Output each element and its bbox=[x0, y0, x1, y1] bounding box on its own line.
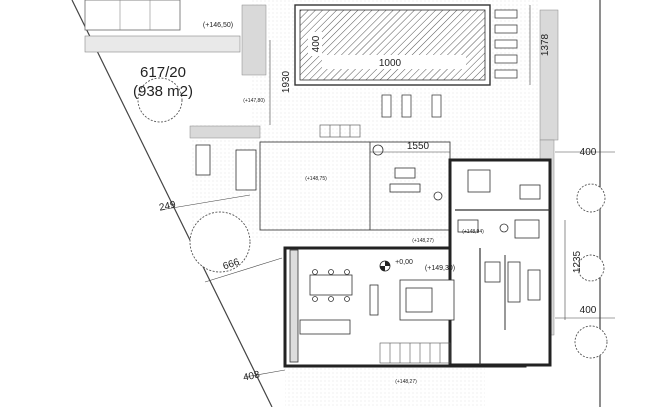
deck-steps bbox=[319, 124, 361, 138]
parcel-area: (938 m2) bbox=[133, 83, 193, 100]
level-pool-deck: (+147,80) bbox=[243, 98, 265, 104]
dim-1930: 1930 bbox=[281, 70, 292, 93]
pool-length-label: 1000 bbox=[379, 58, 402, 69]
dim-1235: 1235 bbox=[572, 250, 583, 273]
level-marker bbox=[379, 260, 391, 272]
dim-666: 666 bbox=[222, 257, 242, 273]
dim-400-bottom: 400 bbox=[580, 305, 597, 316]
level-mid: (+148,27) bbox=[412, 238, 434, 244]
level-entry: (+149,30) bbox=[425, 265, 455, 272]
stairs bbox=[379, 342, 451, 364]
sun-loungers bbox=[381, 9, 518, 118]
dim-400-top: 400 bbox=[580, 147, 597, 158]
dim-1378: 1378 bbox=[540, 33, 551, 56]
level-bottom: (+148,27) bbox=[395, 379, 417, 385]
level-side: (+148,94) bbox=[462, 229, 484, 235]
level-entry-zero: +0,00 bbox=[395, 259, 413, 266]
level-top: (+146,50) bbox=[203, 22, 233, 29]
dim-408: 408 bbox=[242, 369, 261, 383]
svg-text:Tranio: Tranio bbox=[83, 345, 132, 364]
indoor-furniture bbox=[299, 169, 541, 335]
swimming-pool: 1000 400 bbox=[294, 4, 491, 86]
upper-left-block bbox=[84, 0, 241, 53]
parcel-number: 617/20 bbox=[140, 64, 186, 81]
level-terrace: (+148,75) bbox=[305, 176, 327, 182]
tranio-watermark: Tranio bbox=[40, 336, 132, 372]
dim-249: 249 bbox=[158, 199, 177, 213]
pool-width-label: 400 bbox=[311, 35, 322, 52]
tranio-logo-icon bbox=[40, 336, 76, 372]
dim-1550: 1550 bbox=[407, 141, 430, 152]
dimension-lines bbox=[159, 5, 615, 378]
terrace-furniture bbox=[195, 144, 443, 201]
trees bbox=[137, 77, 608, 359]
